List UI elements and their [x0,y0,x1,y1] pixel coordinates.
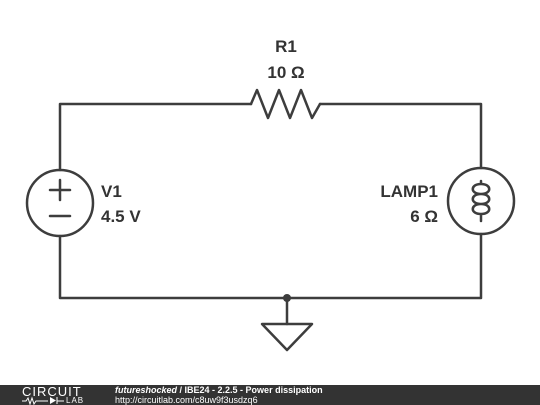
circuit-schematic: R1 10 Ω V1 4.5 V LAMP1 6 Ω [25,37,516,352]
source-value: 4.5 V [101,207,141,226]
resistor-name: R1 [275,37,297,56]
logo-text-bottom: LAB [66,396,85,405]
junction-dot [283,294,291,302]
ground-symbol [260,322,314,352]
logo-waveform-icon [22,396,64,405]
wire-right-lower [285,232,483,300]
wire-top-left [58,102,253,172]
lamp-name: LAMP1 [380,182,438,201]
lamp-value: 6 Ω [410,207,438,226]
resistor-value: 10 Ω [267,63,304,82]
resistor-symbol [249,88,322,120]
footer-author[interactable]: futureshocked [115,385,178,395]
footer-separator: / [177,385,185,395]
footer-bar: CIRCUIT LAB futureshocked / IBE24 - 2.2.… [0,385,540,405]
wire-left-lower [58,234,289,300]
lamp-symbol [446,166,516,236]
wire-top-right [318,102,483,170]
footer-title-line: futureshocked / IBE24 - 2.2.5 - Power di… [115,385,323,395]
footer-title: IBE24 - 2.2.5 - Power dissipation [184,385,323,395]
source-name: V1 [101,182,122,201]
logo-text-top: CIRCUIT [22,384,82,399]
voltage-source-symbol [25,168,95,238]
footer-url[interactable]: http://circuitlab.com/c8uw9f3usdzq6 [115,395,258,405]
